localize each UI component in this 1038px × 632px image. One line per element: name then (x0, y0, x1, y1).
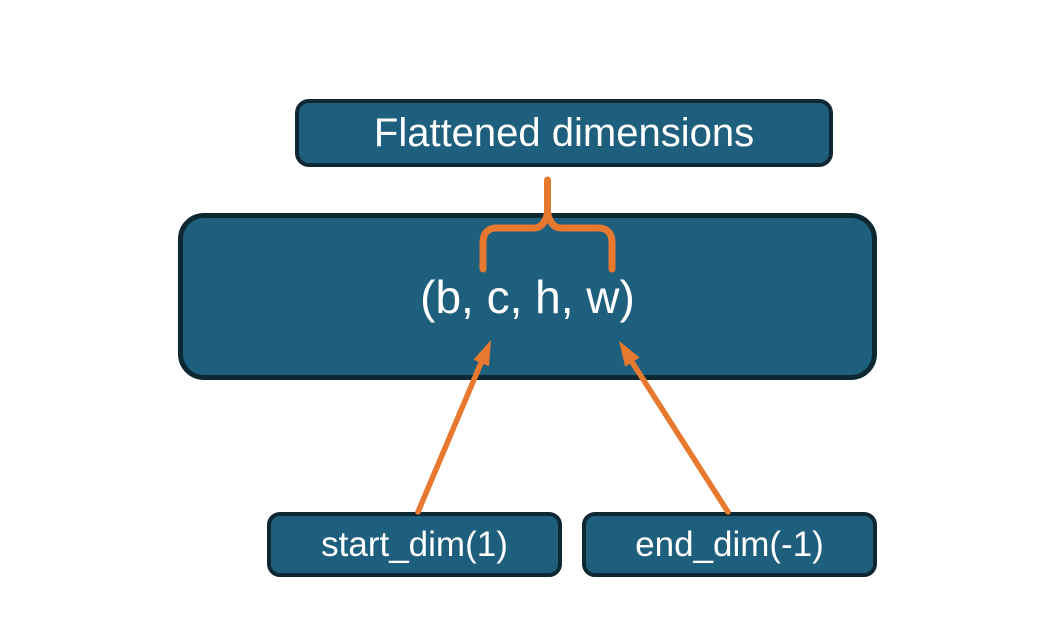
flattened-dimensions-box: Flattened dimensions (295, 99, 833, 167)
tensor-shape-box: (b, c, h, w) (178, 213, 877, 380)
start-dim-label: start_dim(1) (321, 524, 508, 564)
end-dim-arrow-line (629, 359, 731, 515)
start-dim-box: start_dim(1) (267, 512, 562, 577)
end-dim-box: end_dim(-1) (582, 512, 877, 577)
start-dim-arrow-line (415, 360, 484, 515)
tensor-shape-text: (b, c, h, w) (420, 270, 635, 323)
flattened-dimensions-label: Flattened dimensions (373, 110, 755, 155)
end-dim-label: end_dim(-1) (635, 524, 824, 564)
